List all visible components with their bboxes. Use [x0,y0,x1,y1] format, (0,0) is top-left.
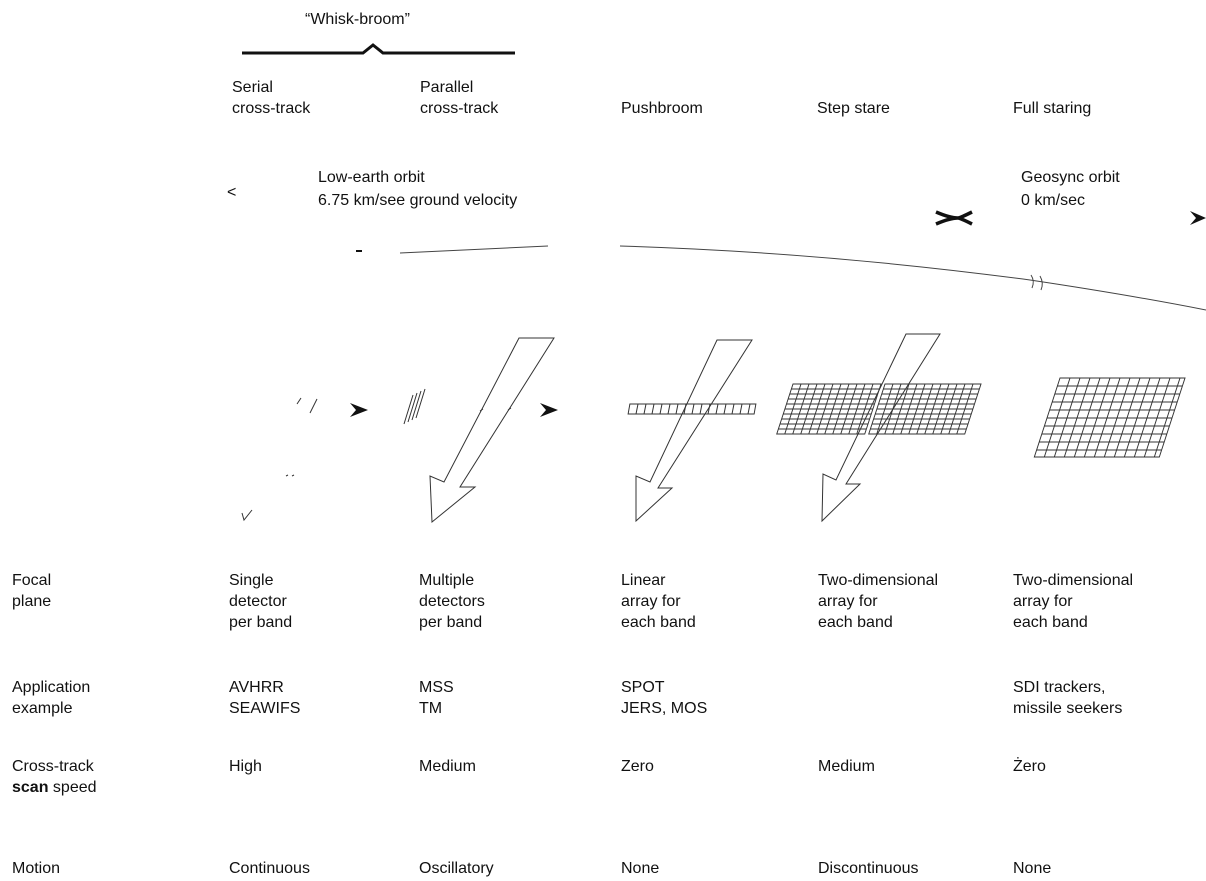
row-label-focal-plane: Focal plane [12,572,52,610]
scan-speed-label-bold: scan [12,779,49,796]
scan-speed-label-rest: speed [48,779,97,796]
column-header-pushbroom: Pushbroom [621,100,703,117]
scan-speed-value: Medium [419,758,476,775]
scan-speed-value: High [229,758,262,775]
orbit-break-mark [1030,274,1043,291]
convergence-arrow-icon [935,210,973,226]
motion-value: Discontinuous [818,860,919,877]
scan-direction-arrow-icon [350,403,368,417]
column-header-serial: Serial cross-track [232,79,311,117]
application-value: AVHRR SEAWIFS [229,679,301,717]
motion-value: None [621,860,660,877]
scan-speed-value: Medium [818,758,875,775]
pushbroom-illustration [627,339,757,523]
leo-velocity: 6.75 km/see ground velocity [318,192,518,209]
column-header-parallel: Parallel cross-track [420,79,499,117]
motion-value: Continuous [229,860,310,877]
orbit-curve [619,245,1206,311]
focal-plane-value: Linear array for each band [621,572,696,631]
focal-plane-value: Two-dimensional array for each band [1013,572,1134,631]
scan-speed-value: Zero [621,758,654,775]
scan-speed-label-line1: Cross-track [12,758,94,775]
left-arrow-mark: < [227,184,237,201]
application-value: SDI trackers, missile seekers [1013,679,1123,717]
application-value: SPOT JERS, MOS [621,679,708,717]
column-header-full-staring: Full staring [1013,100,1092,117]
focal-plane-value: Multiple detectors per band [419,572,485,631]
whisk-broom-bracket [242,43,515,55]
scan-direction-arrow-icon [540,403,558,417]
row-label-scan-speed: Cross-track scan speed [12,756,97,798]
geo-velocity: 0 km/sec [1021,192,1086,209]
row-label-application: Application example [12,679,91,717]
motion-value: None [1013,860,1052,877]
motion-value: Oscillatory [419,860,494,877]
orbit-curve [399,245,549,254]
focal-plane-value: Two-dimensional array for each band [818,572,939,631]
geo-label: Geosync orbit [1021,169,1120,186]
serial-scan-illustration [241,397,318,522]
parallel-scan-illustration [403,337,555,524]
right-arrow-icon [1190,211,1206,225]
application-value: MSS TM [419,679,454,717]
step-stare-illustration [776,333,982,523]
scan-speed-value: Żero [1013,758,1046,775]
leo-label: Low-earth orbit [318,169,425,186]
column-header-step-stare: Step stare [817,100,890,117]
row-label-motion: Motion [12,860,61,877]
full-staring-illustration [1033,377,1186,458]
focal-plane-value: Single detector per band [229,572,293,631]
whisk-broom-label: “Whisk-broom” [305,11,410,28]
